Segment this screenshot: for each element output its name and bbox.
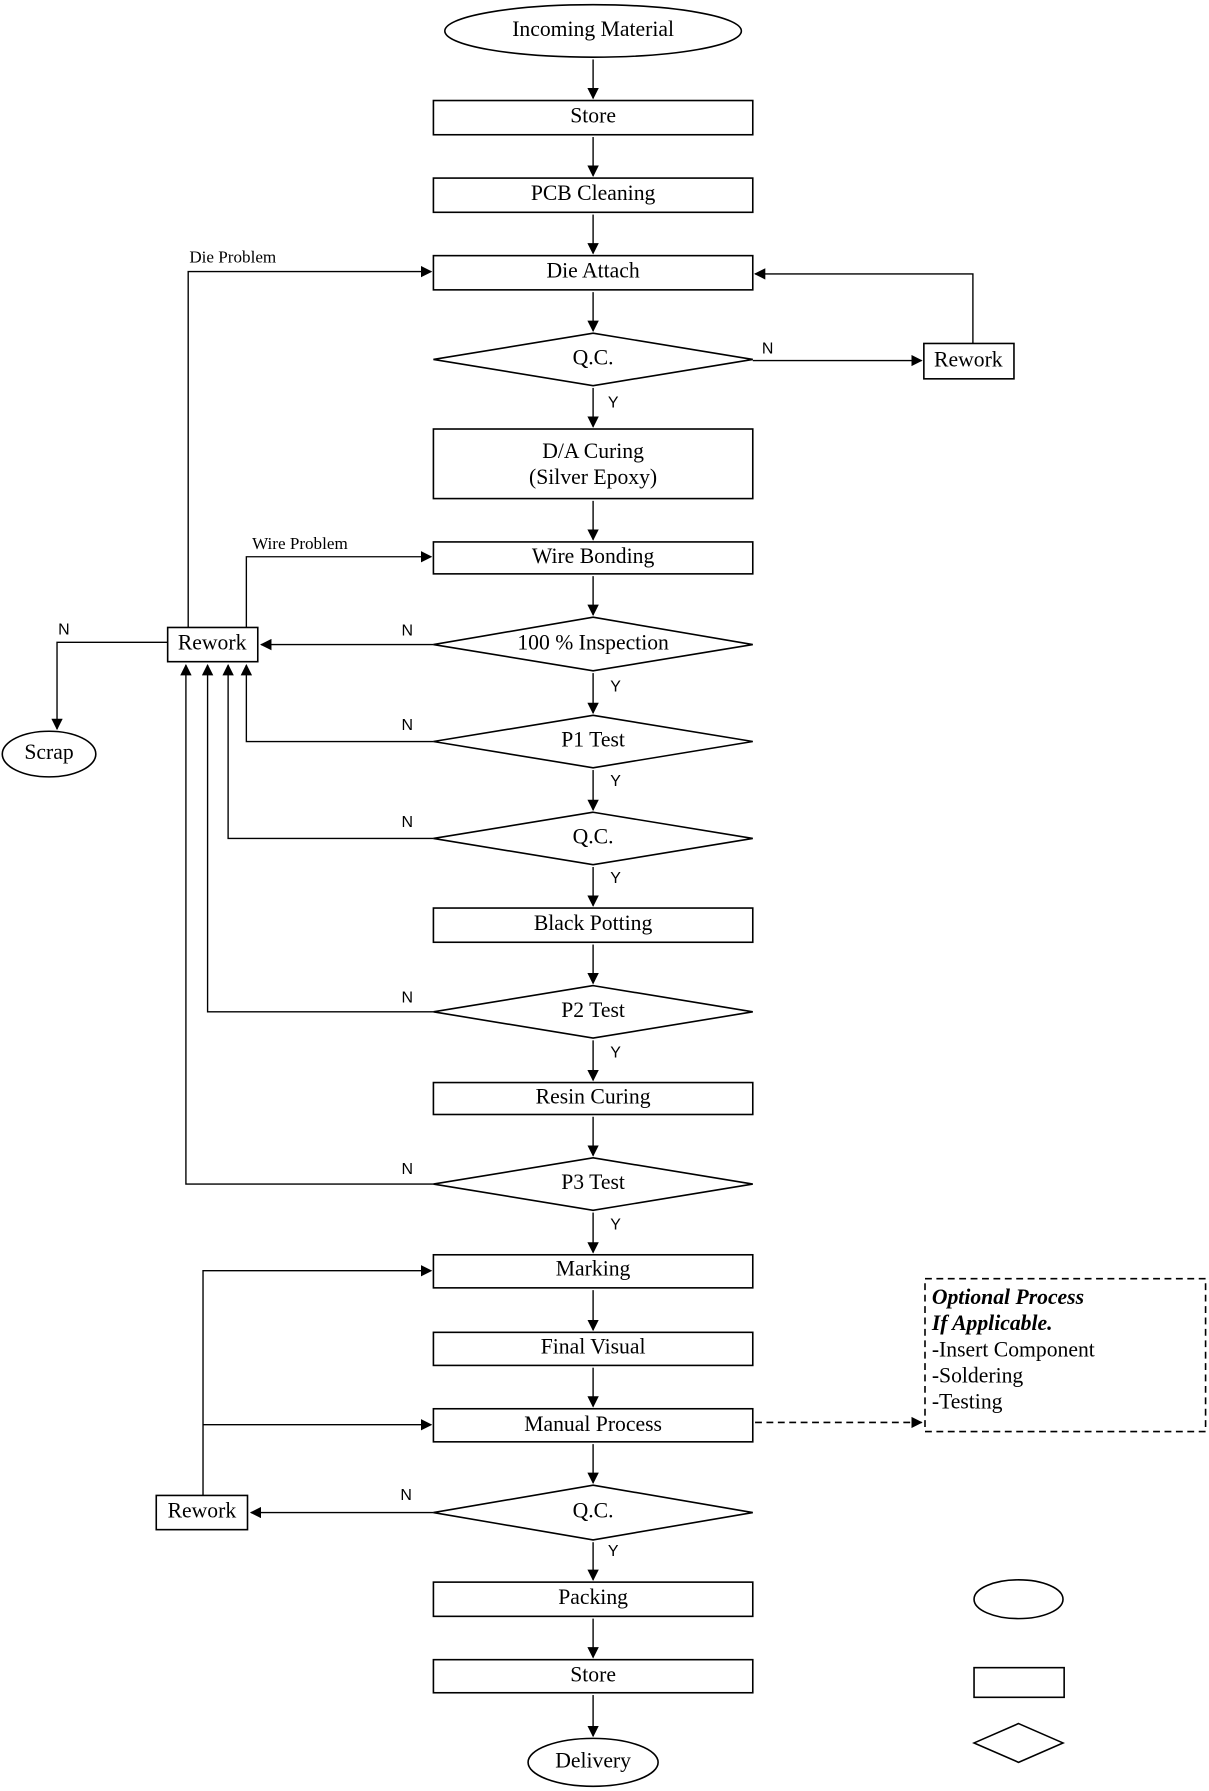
node-label: Wire Bonding [532, 544, 655, 568]
node-label: Packing [558, 1585, 628, 1609]
node-rework-right: Rework [923, 342, 1015, 380]
optional-item: -Testing [932, 1390, 1003, 1414]
rework-connectors [51, 265, 974, 1519]
no-label: N [58, 621, 70, 638]
optional-item: -Soldering [932, 1364, 1024, 1388]
no-label: N [401, 622, 413, 639]
node-label: (Silver Epoxy) [529, 465, 657, 489]
node-label: PCB Cleaning [531, 181, 656, 205]
yes-label: Y [610, 678, 621, 695]
optional-process-box: Optional Process If Applicable. -Insert … [924, 1277, 1207, 1433]
node-rework-left: Rework [166, 626, 259, 663]
node-label: Q.C. [573, 824, 614, 848]
die-problem-label: Die Problem [189, 247, 277, 266]
node-label: D/A Curing [542, 439, 644, 463]
node-da-curing: D/A Curing (Silver Epoxy) [432, 428, 754, 500]
no-label: N [400, 1487, 412, 1504]
node-wire-bonding: Wire Bonding [432, 541, 754, 575]
node-resin-curing: Resin Curing [432, 1081, 754, 1116]
decision-p1-test: P1 Test [433, 714, 753, 769]
edge-labels: Die Problem Wire Problem N Y N N Y N Y N… [58, 247, 773, 1559]
node-store-final: Store [432, 1658, 754, 1694]
node-label: Manual Process [524, 1412, 662, 1436]
node-store: Store [432, 99, 754, 136]
no-label: N [401, 717, 413, 734]
node-label: Rework [934, 348, 1003, 372]
yes-label: Y [610, 1217, 621, 1234]
node-final-visual: Final Visual [432, 1331, 754, 1367]
yes-label: Y [608, 394, 619, 411]
node-label: Rework [168, 1499, 237, 1523]
node-manual-process: Manual Process [432, 1407, 754, 1443]
node-label: P3 Test [561, 1170, 625, 1194]
node-label: Incoming Material [512, 17, 674, 41]
node-incoming-material: Incoming Material [444, 3, 743, 58]
node-black-potting: Black Potting [432, 907, 754, 944]
node-label: Delivery [555, 1748, 631, 1772]
optional-item: -Insert Component [932, 1337, 1095, 1361]
node-label: Die Attach [546, 259, 639, 283]
node-label: Store [570, 104, 616, 128]
node-label: Q.C. [573, 1499, 614, 1523]
decision-100-inspection: 100 % Inspection [433, 616, 753, 672]
node-label: 100 % Inspection [517, 631, 669, 655]
node-label: P1 Test [561, 727, 625, 751]
node-label: Marking [556, 1257, 631, 1281]
legend-ellipse [973, 1579, 1064, 1620]
no-label: N [762, 341, 774, 358]
wire-problem-label: Wire Problem [252, 534, 348, 553]
yes-label: Y [610, 870, 621, 887]
no-label: N [401, 990, 413, 1007]
legend-rectangle [973, 1666, 1065, 1699]
node-pcb-cleaning: PCB Cleaning [432, 177, 754, 214]
decision-p3-test: P3 Test [433, 1157, 753, 1212]
node-label: Black Potting [534, 911, 653, 935]
no-label: N [401, 814, 413, 831]
legend-diamond [972, 1722, 1066, 1764]
node-scrap: Scrap [1, 730, 97, 778]
node-label: Rework [178, 631, 247, 655]
decision-qc-3: Q.C. [433, 1484, 753, 1541]
node-label: Scrap [24, 740, 73, 764]
node-label: P2 Test [561, 998, 625, 1022]
node-label: Final Visual [541, 1334, 646, 1358]
yes-label: Y [608, 1543, 619, 1560]
node-rework-bottom: Rework [155, 1494, 249, 1531]
decision-p2-test: P2 Test [433, 984, 753, 1039]
yes-label: Y [610, 773, 621, 790]
node-label: Resin Curing [536, 1084, 651, 1108]
yes-label: Y [610, 1044, 621, 1061]
node-packing: Packing [432, 1581, 754, 1618]
node-label: Q.C. [573, 345, 614, 369]
node-marking: Marking [432, 1253, 754, 1289]
optional-title: Optional Process [932, 1285, 1084, 1309]
no-label: N [401, 1161, 413, 1178]
decision-qc-2: Q.C. [433, 811, 753, 866]
node-delivery: Delivery [527, 1737, 659, 1788]
decision-qc-1: Q.C. [433, 332, 753, 387]
node-label: Store [570, 1663, 616, 1687]
shape-legend [972, 1579, 1066, 1764]
optional-subtitle: If Applicable. [931, 1311, 1053, 1335]
node-die-attach: Die Attach [432, 254, 754, 291]
